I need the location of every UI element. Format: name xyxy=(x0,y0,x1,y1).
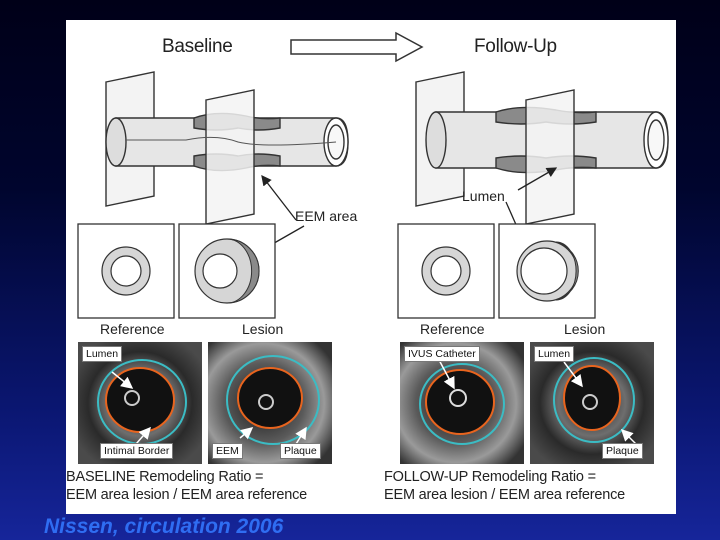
baseline-ratio-text: BASELINE Remodeling Ratio = EEM area les… xyxy=(66,468,307,504)
followup-title: Follow-Up xyxy=(474,36,557,57)
ivus-tag-lumen-baseline: Lumen xyxy=(82,346,123,362)
lumen-label: Lumen xyxy=(462,188,505,204)
followup-reference-caption: Reference xyxy=(420,321,485,337)
lumen-pointer-1 xyxy=(517,167,558,191)
ivus-image-followup-reference xyxy=(400,342,524,464)
followup-lesion-section xyxy=(498,223,596,319)
baseline-lesion-section xyxy=(178,223,276,319)
eem-area-pointer-1 xyxy=(261,174,297,221)
ivus-tag-plaque-baseline: Plaque xyxy=(280,443,321,459)
ivus-tag-intimal-border: Intimal Border xyxy=(100,443,174,459)
followup-ratio-line1: FOLLOW-UP Remodeling Ratio = xyxy=(384,469,596,485)
ivus-image-followup-lesion xyxy=(530,342,654,464)
baseline-ratio-line2: EEM area lesion / EEM area reference xyxy=(66,487,308,503)
eem-area-label: EEM area xyxy=(295,208,358,224)
followup-ratio-text: FOLLOW-UP Remodeling Ratio = EEM area le… xyxy=(384,468,625,504)
followup-ratio-line2: EEM area lesion / EEM area reference xyxy=(384,487,626,503)
baseline-lesion-caption: Lesion xyxy=(242,321,284,337)
ivus-image-baseline-reference xyxy=(78,342,202,464)
baseline-ratio-line1: BASELINE Remodeling Ratio = xyxy=(66,469,264,485)
remodeling-diagram xyxy=(77,31,669,464)
baseline-vessel xyxy=(105,71,349,225)
followup-lesion-caption: Lesion xyxy=(564,321,606,337)
citation-text: Nissen, circulation 2006 xyxy=(44,515,284,538)
baseline-title: Baseline xyxy=(162,36,233,57)
ivus-tag-lumen-followup: Lumen xyxy=(534,346,575,362)
ivus-tag-eem: EEM xyxy=(212,443,243,459)
baseline-reference-caption: Reference xyxy=(100,321,165,337)
ivus-tag-ivus-catheter: IVUS Catheter xyxy=(404,346,480,362)
followup-reference-section xyxy=(397,223,495,319)
baseline-to-followup-arrow xyxy=(290,31,424,63)
ivus-tag-plaque-followup: Plaque xyxy=(602,443,643,459)
figure-panel: Baseline Follow-Up EEM area Lumen Refere… xyxy=(66,20,676,514)
followup-vessel xyxy=(415,71,669,225)
baseline-reference-section xyxy=(77,223,175,319)
